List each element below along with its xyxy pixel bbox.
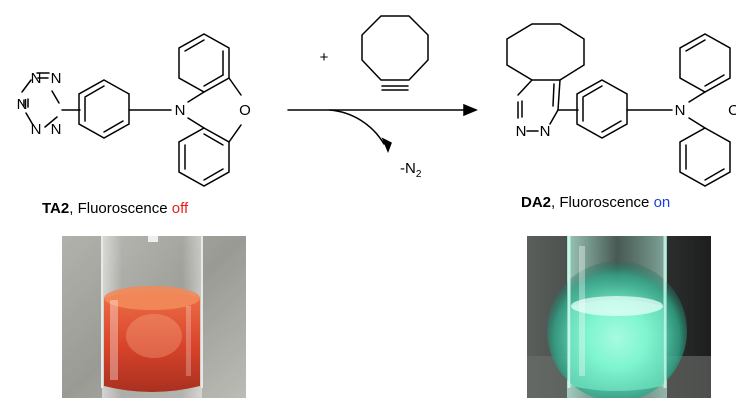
- phenyl-linker-reactant: [61, 79, 172, 139]
- product-caption: DA2, Fluoroscence on: [521, 194, 670, 211]
- pyridazine-n1: N: [516, 123, 527, 140]
- phenyl-linker-product: [557, 79, 673, 139]
- phenoxazine-n-reactant: N: [175, 102, 186, 119]
- tetrazine-n3: N: [17, 96, 28, 113]
- phenoxazine-reactant: [178, 33, 242, 187]
- tetrazine-n4: N: [31, 121, 42, 138]
- tetrazine-n5: N: [51, 121, 62, 138]
- plus-sign: +: [320, 49, 329, 66]
- tetrazine-n1: N: [31, 70, 42, 87]
- phenoxazine-o-reactant: O: [239, 102, 251, 119]
- product-fluorescence-state: on: [653, 194, 671, 211]
- pyridazine-ring: [517, 79, 561, 132]
- reactant-vial-image: [62, 236, 246, 398]
- phenoxazine-product: [679, 33, 731, 187]
- reactant-code: TA2: [42, 200, 70, 217]
- phenoxazine-n-product: N: [675, 102, 686, 119]
- phenoxazine-o-product: O: [728, 102, 736, 119]
- product-vial-photo: [527, 236, 711, 398]
- reactant-caption: TA2, Fluoroscence off: [42, 200, 188, 217]
- reaction-arrow: [287, 103, 478, 154]
- byproduct-label: -N2: [400, 160, 422, 180]
- reactant-vial-photo: [62, 236, 246, 398]
- product-caption-text: , Fluoroscence: [551, 194, 654, 211]
- product-code: DA2: [521, 194, 552, 211]
- tetrazine-ring: [21, 72, 60, 128]
- pyridazine-n2: N: [540, 123, 551, 140]
- reactant-caption-text: , Fluoroscence: [69, 200, 172, 217]
- cyclooctane-fused-ring: [506, 23, 585, 81]
- product-vial-image: [527, 236, 711, 398]
- reactant-fluorescence-state: off: [171, 200, 189, 217]
- cyclooctyne-reagent: [361, 15, 429, 91]
- tetrazine-n2: N: [51, 70, 62, 87]
